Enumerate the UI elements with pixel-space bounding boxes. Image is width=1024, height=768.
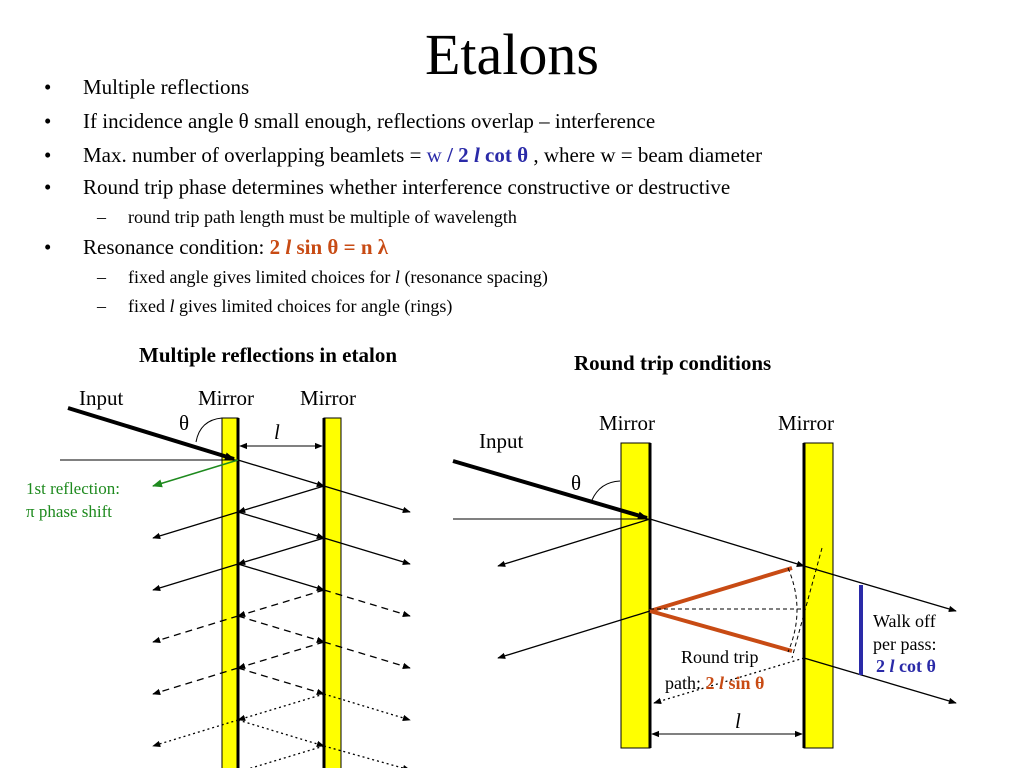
right-input-label: Input <box>479 429 524 453</box>
subbullet-text-pre: fixed <box>128 296 170 316</box>
bullet-marker: • <box>44 109 52 133</box>
walkoff-label-line-1: Walk off <box>873 611 936 631</box>
right-input-beam <box>452 459 648 520</box>
formula-part: cot θ <box>479 143 529 167</box>
subbullet-text-post: (resonance spacing) <box>399 267 548 287</box>
left-dotted-rays <box>152 693 411 768</box>
left-theta-label: θ <box>179 411 190 435</box>
left-mirror-1 <box>221 417 239 768</box>
subbullet-marker: – <box>97 267 106 287</box>
bullet-text: Max. number of overlapping beamlets = w … <box>83 142 762 168</box>
bullet-text: Round trip phase determines whether inte… <box>83 175 731 199</box>
reflection-note-line-2: π phase shift <box>26 502 113 521</box>
left-spacing-label: l <box>274 420 280 444</box>
right-theta-arc <box>591 480 621 501</box>
right-rays <box>497 518 957 705</box>
subbullet-text-post: gives limited choices for angle (rings) <box>174 296 453 316</box>
roundtrip-label-text: path: <box>665 673 706 693</box>
construction-lines <box>650 547 823 659</box>
subbullet-text: fixed l gives limited choices for angle … <box>128 295 452 317</box>
left-input-label: Input <box>79 386 124 410</box>
left-input-beam <box>67 406 235 461</box>
right-dotted-ray <box>653 657 805 704</box>
formula-part: 2 <box>269 235 286 259</box>
bullet-marker: • <box>44 175 52 199</box>
right-mirror-2-label: Mirror <box>778 411 834 435</box>
formula-part: sin θ <box>724 673 765 693</box>
slide-title: Etalons <box>425 22 599 87</box>
bullet-text-pre: Max. number of overlapping beamlets = <box>83 143 427 167</box>
bullet-marker: • <box>44 143 52 167</box>
reflection-note-line-1: 1st reflection: <box>26 479 120 498</box>
left-solid-rays <box>152 459 411 591</box>
right-mirror-2 <box>803 442 834 749</box>
bullet-text: Resonance condition: 2 l sin θ = n λ <box>83 234 388 260</box>
roundtrip-label-line-1: Round trip <box>681 647 759 667</box>
formula-part: / 2 <box>441 143 474 167</box>
formula-part: 2 <box>876 656 890 676</box>
round-trip-path <box>649 566 793 653</box>
subbullet-text: round trip path length must be multiple … <box>128 207 517 227</box>
subbullet-text: fixed angle gives limited choices for l … <box>128 266 548 288</box>
left-mirror-2 <box>323 417 342 768</box>
right-spacing-label: l <box>735 709 741 733</box>
formula-w: w <box>426 143 442 167</box>
formula-l: l <box>889 656 895 676</box>
right-diagram-heading: Round trip conditions <box>574 351 772 375</box>
bullet-text-pre: Resonance condition: <box>83 235 270 259</box>
formula-part: sin θ = n λ <box>291 235 389 259</box>
formula-part: 2 <box>705 673 719 693</box>
bullet-text-post: , where w = beam diameter <box>528 143 763 167</box>
left-mirror-1-label: Mirror <box>198 386 254 410</box>
subbullet-marker: – <box>97 296 106 316</box>
right-etalon <box>452 442 957 749</box>
roundtrip-label-line-2: path: 2 l sin θ <box>665 673 764 693</box>
formula-l: l <box>473 143 480 167</box>
right-theta-label: θ <box>571 471 582 495</box>
bullet-marker: • <box>44 75 52 99</box>
walkoff-label-line-2: per pass: <box>873 634 937 654</box>
symbol-l: l <box>169 296 175 316</box>
right-mirror-1-label: Mirror <box>599 411 655 435</box>
right-mirror-1 <box>620 442 651 749</box>
walkoff-formula: 2 l cot θ <box>876 656 936 676</box>
bullet-text: If incidence angle θ small enough, refle… <box>83 109 656 133</box>
first-reflection-arrow <box>152 459 239 488</box>
left-dashed-rays <box>152 589 411 695</box>
subbullet-text-pre: fixed angle gives limited choices for <box>128 267 395 287</box>
formula-l: l <box>719 673 725 693</box>
left-theta-arc <box>195 417 223 443</box>
subbullet-marker: – <box>97 207 106 227</box>
left-mirror-2-label: Mirror <box>300 386 356 410</box>
left-etalon <box>60 406 411 768</box>
bullet-text: Multiple reflections <box>83 75 250 99</box>
formula-part: cot θ <box>894 656 936 676</box>
symbol-l: l <box>394 267 400 287</box>
formula-l: l <box>285 235 292 259</box>
left-diagram-heading: Multiple reflections in etalon <box>139 343 397 367</box>
bullet-marker: • <box>44 235 52 259</box>
